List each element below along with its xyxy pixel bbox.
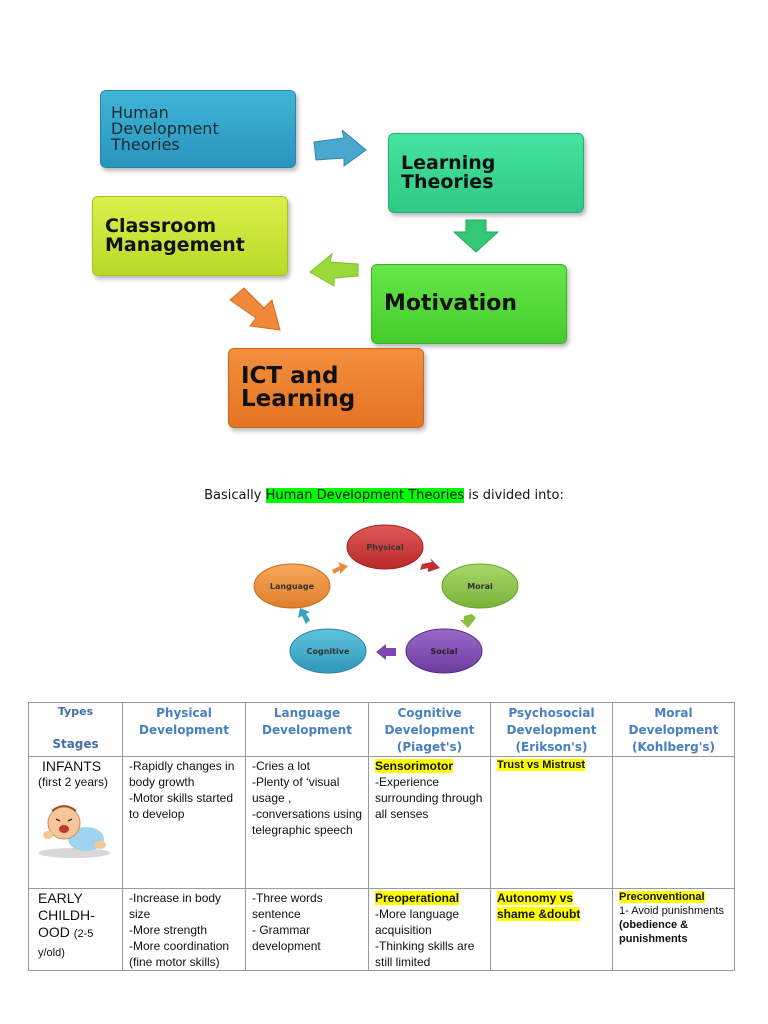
physical-cell: -Rapidly changes in body growth -Motor s… [122,756,246,889]
cognitive-cell: Preoperational -More language acquisitio… [368,888,491,971]
header-psychosocial: Psychosocial Development(Erikson's) [490,702,613,757]
cell-line: -Thinking skills are still limited [375,939,475,969]
sentence-start: Basically [204,488,266,503]
stage-age: (first 2 years) [38,775,109,789]
box-text-line: Theories [111,135,180,154]
cycle-label: Moral [467,582,493,591]
intro-sentence: Basically Human Development Theories is … [0,488,768,503]
arrow-down-icon [452,219,500,253]
box-human-development-theories: Human Development Theories [100,90,296,168]
physical-cell: -Increase in body size -More strength -M… [122,888,246,971]
header-physical: Physical Development [122,702,246,757]
cycle-node-language: Language [253,563,331,609]
box-text-line: ICT and [241,363,339,389]
cycle-label: Language [270,582,315,591]
development-cycle-diagram: Physical Moral Social Cognitive Language [253,524,519,674]
moral-stage-title: Preconventional [619,891,705,903]
cell-line: -More coordination (fine motor skills) [129,939,230,969]
arrow-right-icon [313,130,367,167]
arrow-down-right-icon [229,287,281,331]
stage-name: EARLY CHILDH-OOD (2-5 y/old) [38,890,95,959]
header-cognitive: Cognitive Development(Piaget's) [368,702,491,757]
box-text-line: Learning [401,152,496,174]
cycle-node-social: Social [405,628,483,674]
cycle-arrow-icon [420,558,440,572]
sentence-end: is divided into: [464,488,564,503]
psychosocial-cell: Trust vs Mistrust [490,756,613,889]
cognitive-cell: Sensorimotor -Experience surrounding thr… [368,756,491,889]
cell-line: 1- Avoid punishments [619,905,724,917]
table-header-row: Types Stages Physical Development Langua… [28,702,735,757]
language-cell: -Three words sentence - Grammar developm… [245,888,369,971]
box-motivation: Motivation [371,264,567,344]
box-text-line: Human [111,103,169,122]
header-language: Language Development [245,702,369,757]
cycle-arrow-icon [332,562,348,574]
box-text-line: Classroom [105,215,217,237]
header-stages: Stages [52,737,99,751]
cell-line: -Cries a lot [252,759,311,773]
cycle-node-moral: Moral [441,563,519,609]
box-text-line: Motivation [384,291,518,316]
cycle-arrow-icon [298,608,310,624]
development-table: Types Stages Physical Development Langua… [28,702,735,971]
box-text-line: Learning [241,386,356,412]
stage-age: (2-5 y/old) [38,928,94,959]
cycle-node-physical: Physical [346,524,424,570]
cycle-node-cognitive: Cognitive [289,628,367,674]
cognitive-stage-title: Preoperational [375,891,460,905]
stage-name: INFANTS [42,758,102,774]
cycle-label: Social [431,647,458,656]
table-row: INFANTS (first 2 years) -Rapidly changes… [28,756,735,889]
cell-line: -Rapidly changes in body growth [129,759,235,789]
cognitive-stage-title: Sensorimotor [375,759,454,773]
cell-line-bold: (obedience & punishments [619,919,689,945]
cell-line: -Increase in body size [129,891,222,921]
cycle-arrow-icon [460,614,476,628]
psychosocial-cell: Autonomy vs shame &doubt [490,888,613,971]
cycle-label: Physical [366,543,403,552]
cell-line: -More strength [129,923,208,937]
header-types-stages: Types Stages [28,702,123,757]
arrow-left-icon [309,252,359,287]
header-moral: Moral Development(Kohlberg's) [612,702,735,757]
header-types: Types [57,705,94,718]
box-text-line: Development [111,119,219,138]
language-cell: -Cries a lot -Plenty of ‘visual usage , … [245,756,369,889]
cycle-label: Cognitive [307,647,350,656]
cell-line: - Grammar development [252,923,321,953]
cell-line: -Motor skills started to develop [129,791,234,821]
moral-cell [612,756,735,889]
box-text-line: Theories [401,171,494,193]
stage-cell-infants: INFANTS (first 2 years) [28,756,123,889]
cell-line: -Plenty of ‘visual usage , [252,775,340,805]
cell-line: -conversations using telegraphic speech [252,807,363,837]
psychosocial-stage-title: Trust vs Mistrust [497,759,586,771]
table-row: EARLY CHILDH-OOD (2-5 y/old) -Increase i… [28,888,735,971]
box-ict-and-learning: ICT and Learning [228,348,424,428]
box-learning-theories: Learning Theories [388,133,584,213]
psychosocial-stage-title: Autonomy vs shame &doubt [497,891,581,921]
cell-line: -More language acquisition [375,907,460,937]
box-classroom-management: Classroom Management [92,196,288,276]
cell-line: -Experience surrounding through all sens… [375,775,483,821]
moral-cell: Preconventional 1- Avoid punishments (ob… [612,888,735,971]
highlighted-term: Human Development Theories [265,488,465,503]
stage-cell-early-childhood: EARLY CHILDH-OOD (2-5 y/old) [28,888,123,971]
crying-baby-icon [38,805,110,858]
cell-line: -Three words sentence [252,891,323,921]
box-text-line: Management [105,234,245,256]
cycle-arrow-icon [376,644,396,660]
